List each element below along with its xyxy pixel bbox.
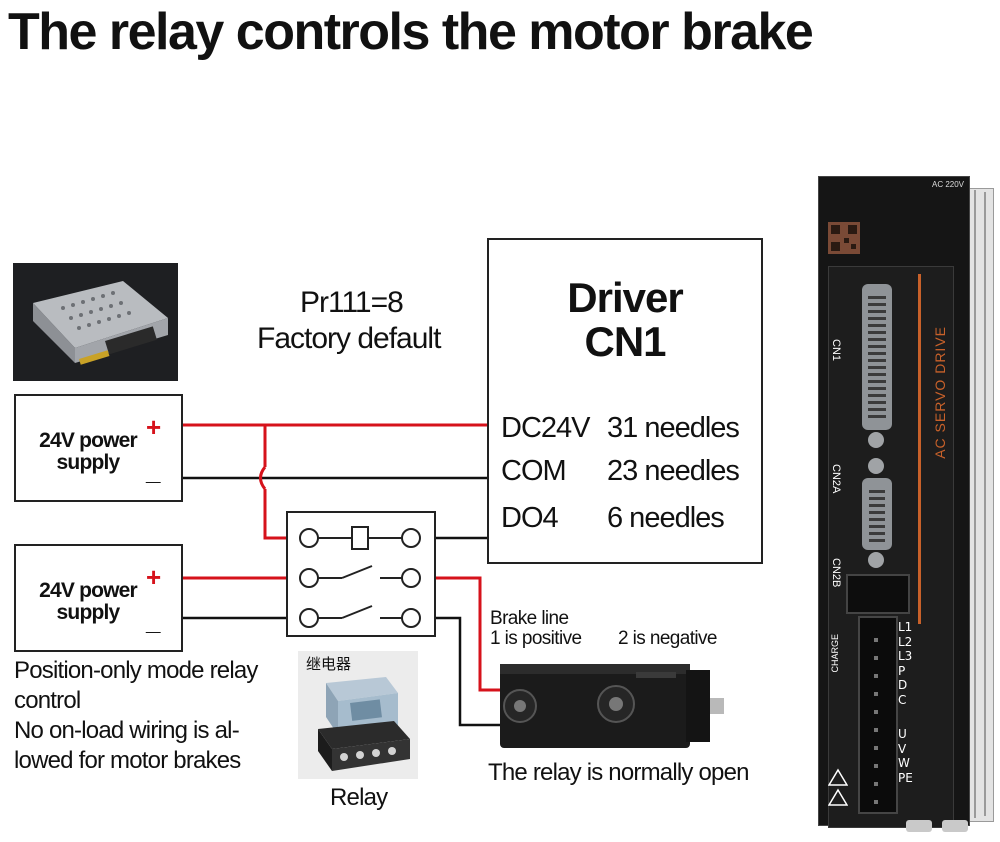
power-supply-2: 24V power supply + _ xyxy=(14,544,183,652)
cn2a-label: CN2A xyxy=(830,464,842,494)
terminal-block[interactable] xyxy=(858,616,898,814)
driver-cn1-title: CN1 xyxy=(584,318,666,365)
terminal-v: V xyxy=(898,741,907,756)
relay-chinese-label: 继电器 xyxy=(306,655,352,673)
relay-caption: Relay xyxy=(330,784,388,811)
terminal-labels: L1 L2 L3 P D C U V W PE xyxy=(898,620,913,785)
terminal-p: P xyxy=(898,663,906,678)
brake-caption: The relay is normally open xyxy=(488,759,749,786)
cn2b-connector[interactable] xyxy=(846,574,910,614)
pin-number-do4: 6 needles xyxy=(607,502,725,534)
drive-brand-text: AC SERVO DRIVE xyxy=(932,326,948,459)
relay-illustration xyxy=(318,677,410,771)
terminal-l3: L3 xyxy=(898,649,913,663)
pin-number-com: 23 needles xyxy=(607,455,740,487)
cn1-label: CN1 xyxy=(830,339,842,362)
terminal-c: C xyxy=(898,692,907,707)
drive-accent-stripe xyxy=(918,274,921,624)
relay-photo: 继电器 xyxy=(298,651,418,779)
power-supply-photo xyxy=(13,263,178,381)
power-supply-2-plus: + xyxy=(146,562,162,592)
terminal-l1: L1 xyxy=(898,620,913,634)
power-supply-2-label-line1: 24V power xyxy=(39,579,138,602)
cn2a-screw-top xyxy=(868,458,884,474)
mount-foot-right xyxy=(942,820,968,832)
param-default: Factory default xyxy=(257,322,441,355)
pin-signal-com: COM xyxy=(501,455,567,487)
warning-icon xyxy=(828,768,848,806)
cn2b-label: CN2B xyxy=(830,558,842,588)
relay-contact-open-2 xyxy=(341,605,373,619)
pin-signal-do4: DO4 xyxy=(501,502,559,534)
brake-line-label: Brake line xyxy=(490,608,569,629)
pin-signal-dc24v: DC24V xyxy=(501,412,590,444)
mount-foot-left xyxy=(906,820,932,832)
terminal-u: U xyxy=(898,727,907,741)
power-supply-1-plus: + xyxy=(146,412,162,442)
page-title: The relay controls the motor brake xyxy=(8,3,814,61)
drive-voltage: AC 220V xyxy=(932,180,965,189)
cn1-screw xyxy=(868,432,884,448)
power-supply-1-label-line2: supply xyxy=(56,451,121,474)
cn2a-connector[interactable] xyxy=(862,478,892,550)
cn2a-screw-bottom xyxy=(868,552,884,568)
note-line-3: No on-load wiring is al- xyxy=(14,717,240,744)
power-supply-2-minus: _ xyxy=(146,606,161,636)
servo-drive: AC 220V AC SERVO DRIVE CN1 CN2A CN2B CHA… xyxy=(814,176,994,834)
note-text: Position-only mode relay control No on-l… xyxy=(14,656,258,776)
driver-cn1-box: Driver CN1 DC24V 31 needles COM 23 needl… xyxy=(487,238,763,564)
terminal-w: W xyxy=(898,756,910,770)
param-value: Pr111=8 xyxy=(300,286,404,319)
note-line-2: control xyxy=(14,687,81,714)
wire-brake-positive xyxy=(423,576,508,692)
note-line-1: Position-only mode relay xyxy=(14,657,258,684)
brake-negative-label: 2 is negative xyxy=(618,628,717,649)
power-supply-1-minus: _ xyxy=(146,456,161,486)
brake-positive-label: 1 is positive xyxy=(490,628,582,649)
qr-code-icon xyxy=(828,222,860,254)
power-supply-illustration xyxy=(33,281,168,365)
driver-title: Driver xyxy=(567,274,683,321)
wire-hop xyxy=(259,466,267,490)
relay-contact-open-1 xyxy=(341,565,373,579)
terminal-d: D xyxy=(898,678,908,692)
power-supply-1-label-line1: 24V power xyxy=(39,429,138,452)
power-supply-1: 24V power supply + _ xyxy=(14,394,183,502)
terminal-pe: PE xyxy=(898,770,913,785)
power-supply-2-label-line2: supply xyxy=(56,601,121,624)
terminal-l2: L2 xyxy=(898,634,913,649)
charge-label: CHARGE xyxy=(830,634,840,673)
relay-coil xyxy=(351,526,369,550)
cn1-connector[interactable] xyxy=(862,284,892,430)
servo-motor-illustration xyxy=(500,664,724,748)
note-line-4: lowed for motor brakes xyxy=(14,747,241,774)
pin-number-dc24v: 31 needles xyxy=(607,412,740,444)
wire-brake-negative xyxy=(423,616,508,727)
